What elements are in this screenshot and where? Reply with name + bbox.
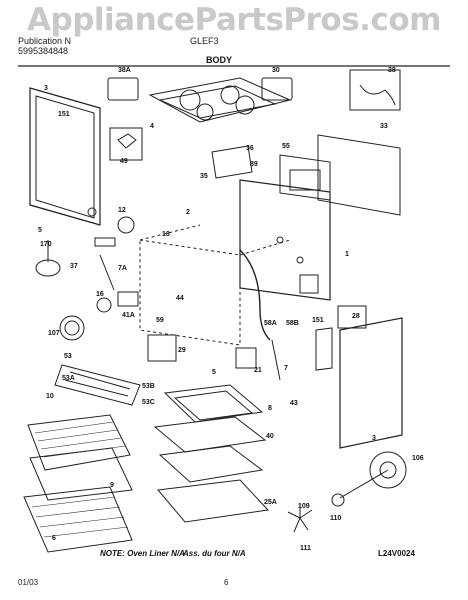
callout-29: 29 — [178, 347, 186, 354]
callout-5: 5 — [212, 369, 216, 376]
callout-33: 33 — [380, 123, 388, 130]
callout-6: 6 — [52, 535, 56, 542]
callout-110: 110 — [330, 515, 341, 522]
publication-label: Publication N — [18, 36, 72, 46]
callout-12: 12 — [118, 207, 126, 214]
oven-assembly-note: Ass. du four N/A — [183, 549, 246, 558]
callout-53B: 53B — [142, 383, 155, 390]
callout-53C: 53C — [142, 399, 155, 406]
callout-8: 8 — [268, 405, 272, 412]
callout-43: 43 — [290, 400, 298, 407]
callout-58A: 58A — [264, 320, 277, 327]
callout-107: 107 — [48, 330, 60, 337]
model-number: GLEF3 — [190, 36, 219, 46]
callout-25A: 25A — [264, 499, 277, 506]
callout-49: 49 — [120, 158, 128, 165]
callout-10: 10 — [46, 393, 54, 400]
footer-date: 01/03 — [18, 578, 39, 587]
callout-40: 40 — [266, 433, 274, 440]
callout-28: 28 — [352, 313, 360, 320]
callout-170: 170 — [40, 241, 52, 248]
callout-16: 16 — [96, 291, 104, 298]
callout-37: 37 — [70, 263, 78, 270]
callout-55: 55 — [282, 143, 290, 150]
callout-9: 9 — [110, 482, 114, 489]
callout-53: 53 — [64, 353, 72, 360]
callout-36: 36 — [246, 145, 254, 152]
callout-7: 7 — [284, 365, 288, 372]
callout-151: 151 — [58, 111, 70, 118]
callout-35: 35 — [200, 173, 208, 180]
callout-59: 59 — [156, 317, 164, 324]
callout-21: 21 — [254, 367, 262, 374]
callout-106: 106 — [412, 455, 424, 462]
callout-89: 89 — [250, 161, 258, 168]
callout-111: 111 — [300, 545, 311, 552]
callout-38A: 38A — [118, 67, 131, 74]
callout-30: 30 — [272, 67, 280, 74]
callout-3: 3 — [44, 85, 48, 92]
callout-44: 44 — [176, 295, 184, 302]
callout-41A: 41A — [122, 312, 135, 319]
callout-53A: 53A — [62, 375, 75, 382]
publication-number: 5995384848 — [18, 46, 69, 56]
footer-page: 6 — [224, 578, 229, 587]
callout-18: 18 — [162, 231, 170, 238]
oven-liner-note: NOTE: Oven Liner N/A — [100, 549, 185, 558]
callout-38: 38 — [388, 67, 396, 74]
callout-1: 1 — [345, 251, 349, 258]
callout-3: 3 — [372, 435, 376, 442]
callout-4: 4 — [150, 123, 154, 130]
callout-5: 5 — [38, 227, 42, 234]
callout-58B: 58B — [286, 320, 299, 327]
diagram-title: BODY — [206, 55, 233, 65]
watermark: AppliancePartsPros.com — [27, 2, 441, 38]
callout-109: 109 — [298, 503, 310, 510]
callout-151: 151 — [312, 317, 324, 324]
diagram-code: L24V0024 — [378, 549, 415, 558]
callout-7A: 7A — [118, 265, 127, 272]
callout-2: 2 — [186, 209, 190, 216]
